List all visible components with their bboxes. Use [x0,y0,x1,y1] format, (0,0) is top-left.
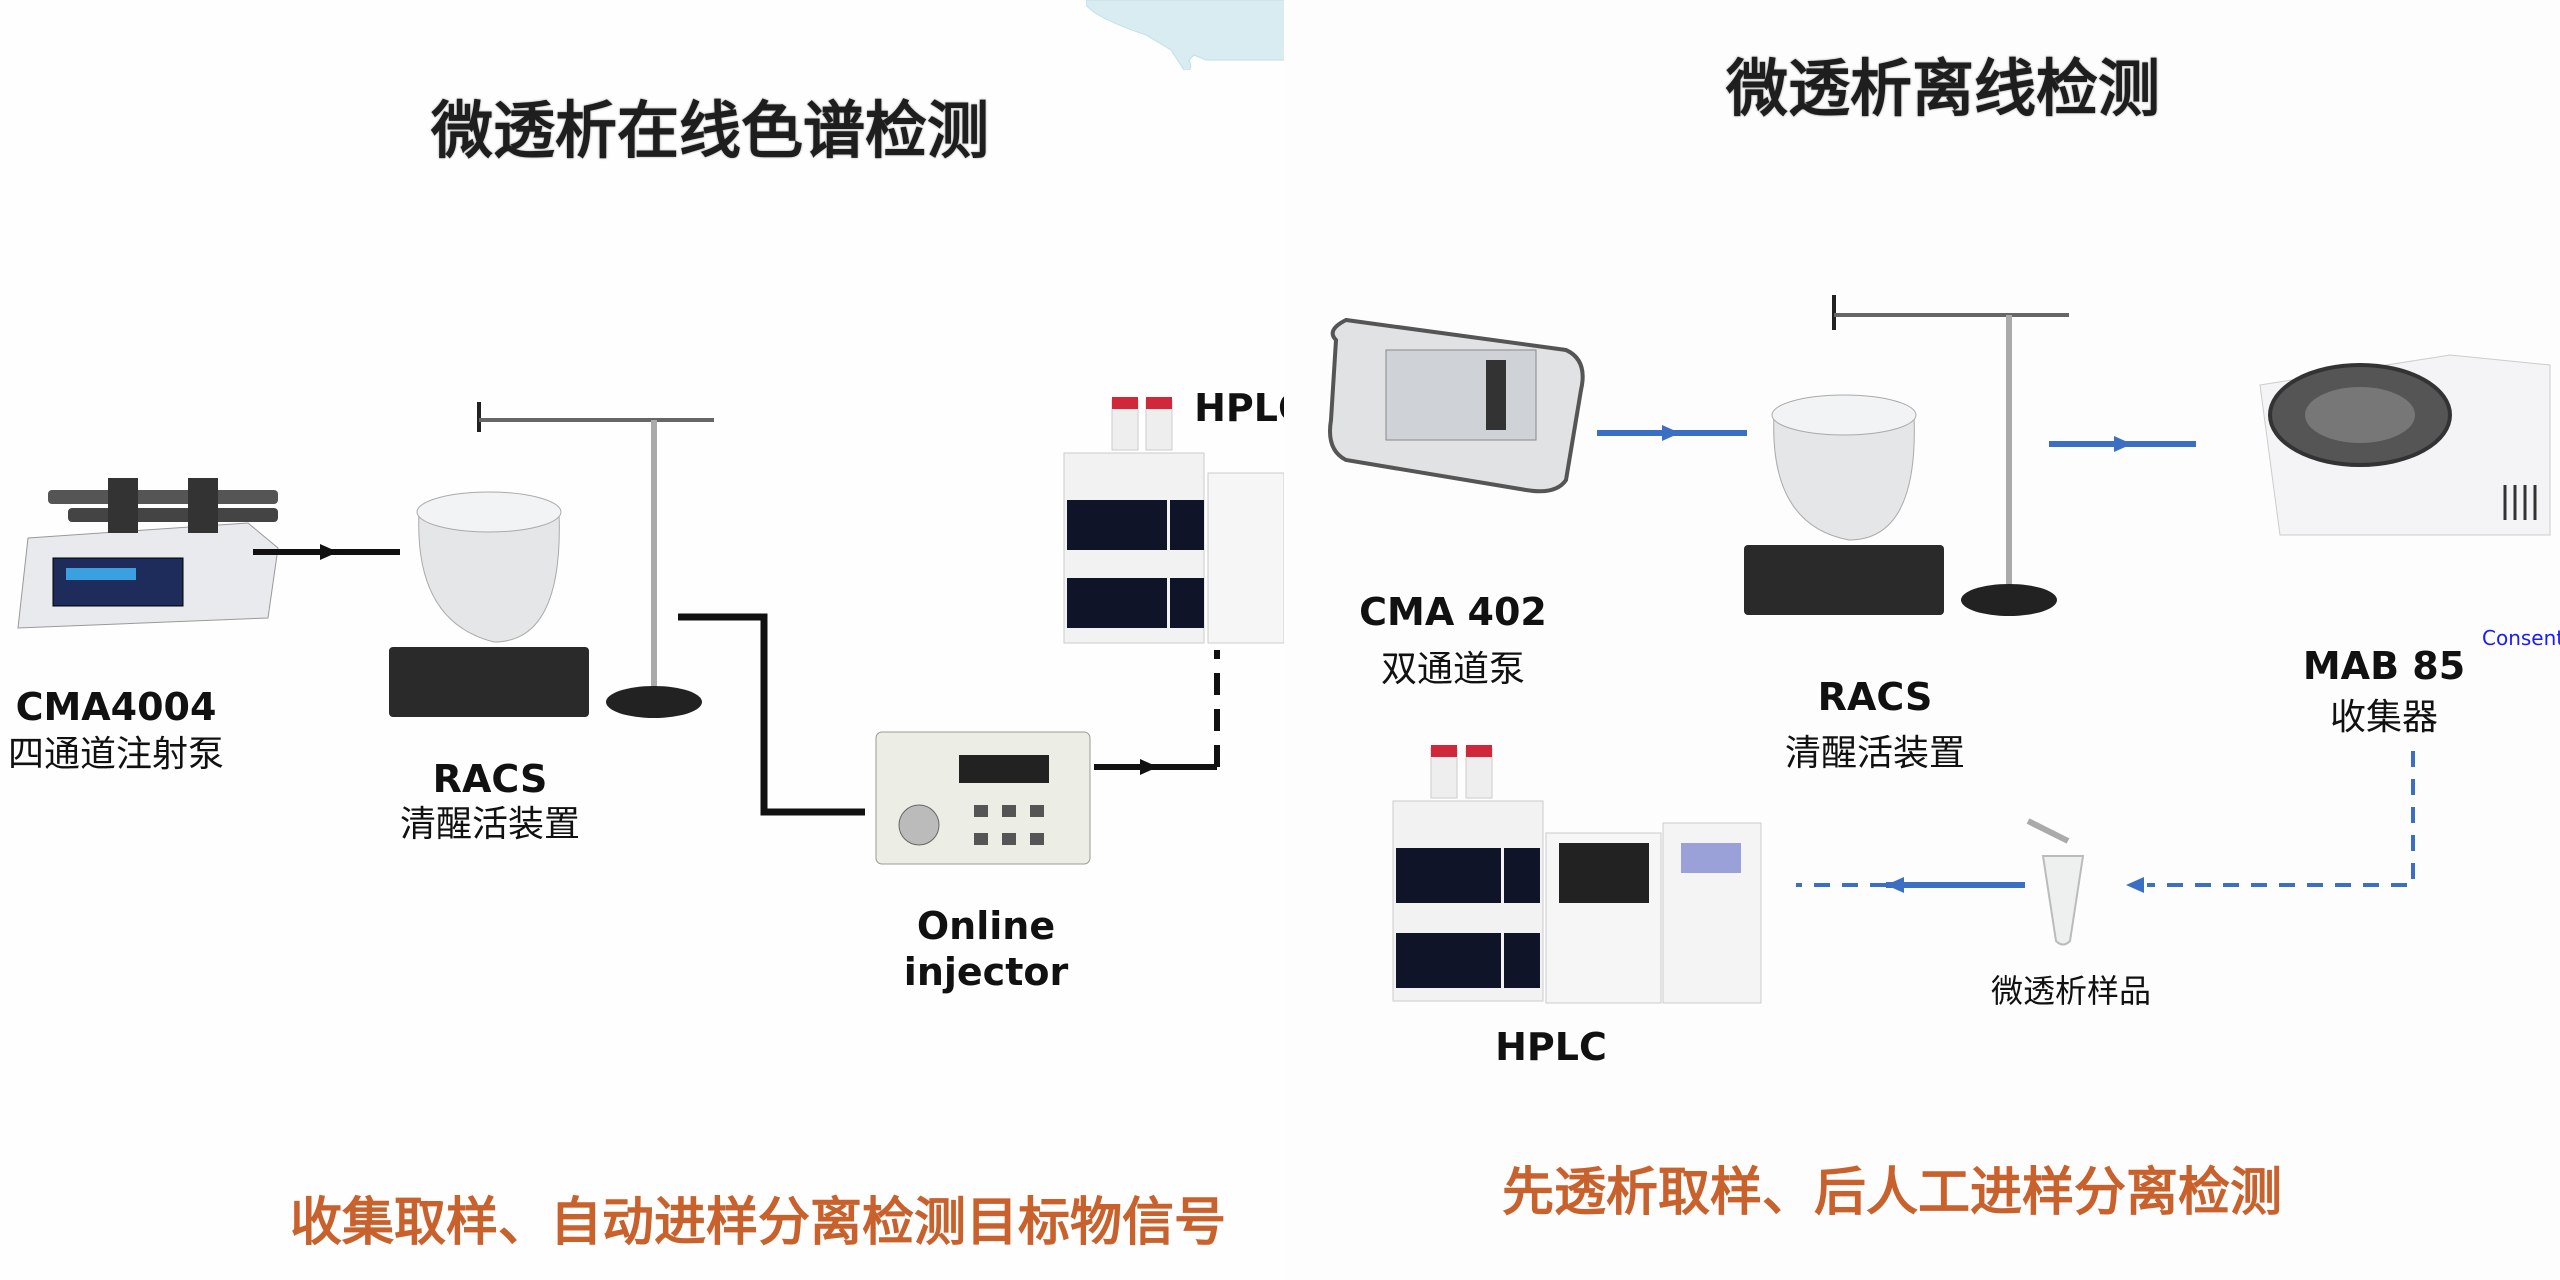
collector-name: MAB 85 [2302,644,2466,688]
pump-name: CMA 402 [1359,590,1547,634]
online-flow-lines [253,544,1220,816]
racs-name: RACS [432,757,548,801]
syringe-pump-image [17,478,279,629]
racs-name: RACS [1817,675,1933,719]
panel-footer: 收集取样、自动进样分离检测目标物信号 [290,1193,1227,1253]
sample-desc: 微透析样品 [1990,972,2152,1010]
injector-label-line1: Online [916,904,1056,948]
collector-image [2259,354,2551,536]
racs-image [1744,295,2069,616]
flow-line-collector-to-sample [2147,751,2415,887]
collector-desc: 收集器 [2329,697,2439,738]
consent-link[interactable]: Consent [2482,626,2560,650]
offline-flow-lines [1597,425,2415,893]
racs-desc: 清醒活装置 [399,804,581,845]
hplc-name: HPLC [1495,1025,1607,1069]
decorative-shape [1086,0,1284,70]
racs-image [389,402,714,718]
pump-desc: 四通道注射泵 [7,734,225,775]
hplc-image [1063,397,1284,644]
panel-footer: 先透析取样、后人工进样分离检测 [1502,1163,2283,1223]
pump-name: CMA4004 [15,685,217,729]
injector-label-line2: injector [903,950,1069,994]
pump-desc: 双通道泵 [1380,649,1526,690]
sample-tube-icon [2026,818,2085,946]
panel-title: 微透析在线色谱检测 [430,94,990,167]
offline-detection-panel: 微透析离线检测 CMA 402 双通道泵 RACS 清醒活装置 MAB 85 收… [1284,0,2560,1280]
hplc-image [1392,745,1762,1004]
online-injector-image [875,731,1091,865]
racs-desc: 清醒活装置 [1784,733,1966,774]
flow-line-racs-to-injector [678,613,865,816]
dual-channel-pump-image [1328,317,1585,494]
online-detection-panel: 微透析在线色谱检测 CMA4004 四通道注射泵 RACS 清醒活装置 Onli… [7,0,1284,1253]
hplc-name: HPLC [1194,386,1284,430]
panel-title: 微透析离线检测 [1725,52,2161,125]
